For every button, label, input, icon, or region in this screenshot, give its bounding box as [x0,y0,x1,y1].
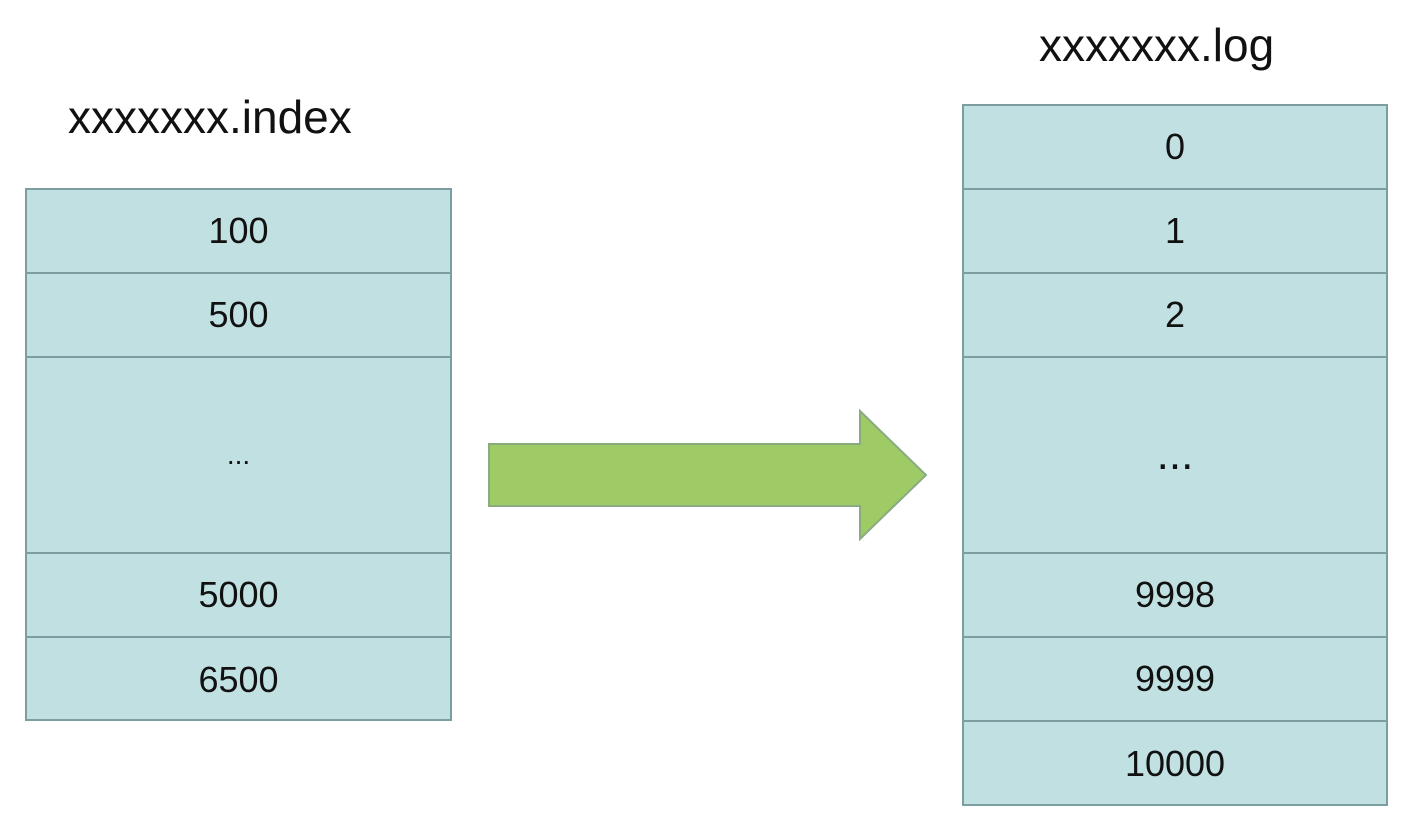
index-file-table: 100 500 ... 5000 6500 [25,188,452,721]
log-entry: 9998 [964,554,1386,638]
log-entry: 1 [964,190,1386,274]
log-entry: 9999 [964,638,1386,722]
log-entry-ellipsis: ... [964,358,1386,554]
log-entry: 0 [964,106,1386,190]
log-file-title: xxxxxxx.log [1039,19,1275,71]
index-entry: 100 [27,190,450,274]
arrow-shape [488,408,928,542]
index-entry: 5000 [27,554,450,638]
index-entry: 6500 [198,659,279,700]
index-entry: 500 [27,274,450,358]
index-entry-ellipsis: ... [27,358,450,554]
log-entry: 2 [964,274,1386,358]
log-entry: 10000 [1124,743,1226,784]
right-arrow-icon [488,408,928,542]
index-file-title: xxxxxxx.index [68,91,352,143]
log-file-table: 0 1 2 ... 9998 9999 10000 [962,104,1388,806]
